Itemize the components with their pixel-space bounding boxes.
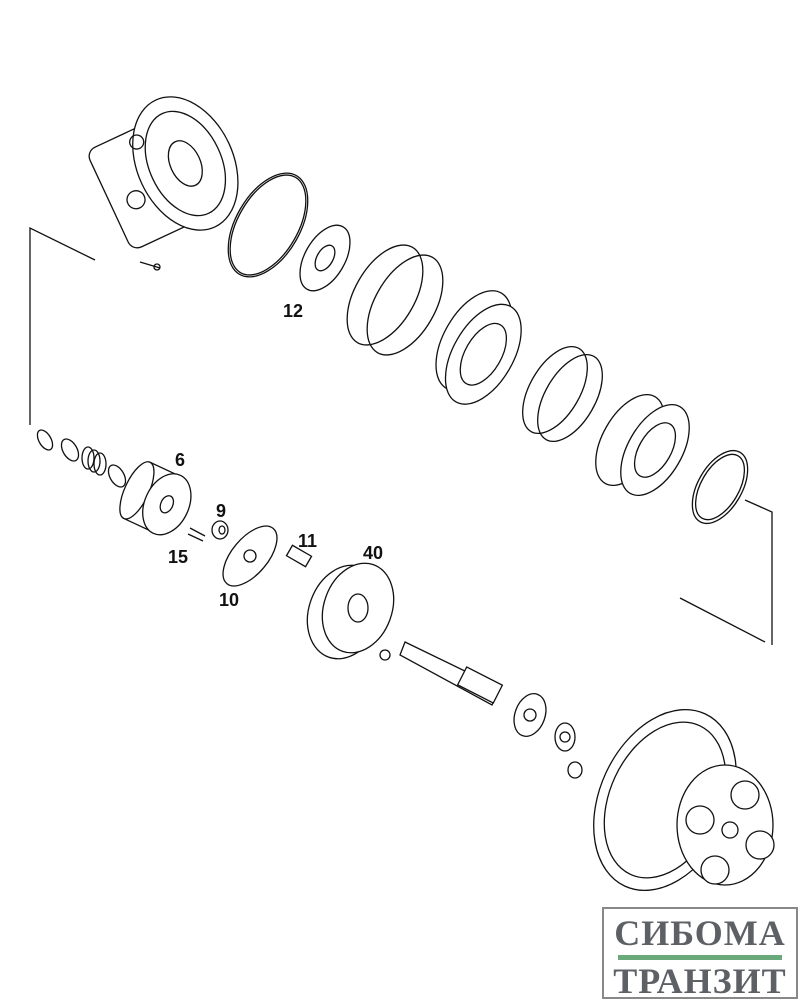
swash-plate-40 bbox=[306, 562, 395, 661]
part-label-11: 11 bbox=[298, 531, 318, 551]
part-label-9: 9 bbox=[216, 501, 227, 521]
leader-bracket-left bbox=[29, 226, 96, 425]
nut bbox=[554, 722, 576, 752]
bolt bbox=[139, 261, 161, 271]
brake-plates bbox=[595, 393, 690, 497]
collar bbox=[567, 761, 583, 779]
small-rings-spring bbox=[36, 429, 127, 488]
part-label-12: 12 bbox=[283, 301, 304, 321]
ball-guide-9 bbox=[211, 520, 229, 540]
part-label-10: 10 bbox=[219, 590, 240, 610]
seal-rings bbox=[346, 244, 444, 356]
part-label-40: 40 bbox=[363, 543, 384, 563]
seal-rings-2 bbox=[522, 345, 603, 443]
o-ring-large bbox=[227, 172, 309, 278]
part-label-15: 15 bbox=[168, 547, 189, 567]
logo-line-2: ТРАНЗИТ bbox=[613, 961, 787, 1001]
logo-divider bbox=[618, 955, 782, 960]
part-label-6: 6 bbox=[175, 450, 186, 470]
output-hub bbox=[593, 708, 775, 892]
valve-plate-12 bbox=[299, 224, 351, 292]
retaining-ring bbox=[691, 450, 749, 524]
motor-housing bbox=[88, 96, 239, 249]
leader-bracket-right bbox=[679, 499, 773, 645]
company-logo: СИБОМА ТРАНЗИТ bbox=[602, 907, 798, 1001]
drive-shaft bbox=[399, 641, 504, 706]
retainer-plate-10 bbox=[222, 525, 278, 587]
logo-line-1: СИБОМА bbox=[614, 913, 786, 953]
cylinder-block-6 bbox=[119, 461, 192, 536]
bearing bbox=[513, 693, 547, 737]
piston-shoe-11 bbox=[285, 544, 313, 568]
piston bbox=[435, 290, 522, 405]
pin-15 bbox=[187, 527, 206, 542]
